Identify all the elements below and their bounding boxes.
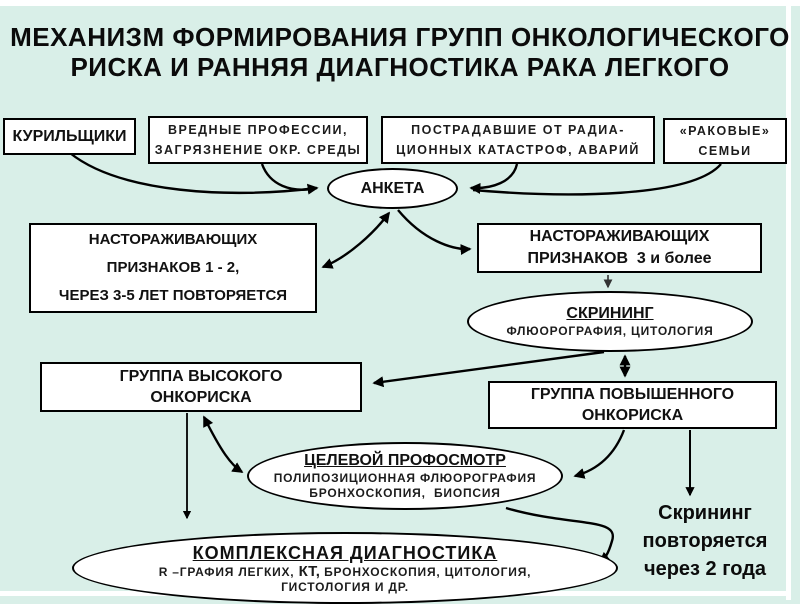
anketa-ellipse: АНКЕТА <box>327 168 458 209</box>
slide-edge-right <box>786 0 791 600</box>
arrow-screening-to-group-high <box>372 350 605 388</box>
anketa-label: АНКЕТА <box>360 180 425 197</box>
signs-high-line2: ПРИЗНАКОВ 3 и более <box>527 250 712 267</box>
source-box-radiation: ПОСТРАДАВШИЕ ОТ РАДИА- ЦИОННЫХ КАТАСТРОФ… <box>381 116 655 164</box>
slide-title-line1: МЕХАНИЗМ ФОРМИРОВАНИЯ ГРУПП ОНКОЛОГИЧЕСК… <box>10 22 790 52</box>
signs-low-line2: ПРИЗНАКОВ 1 - 2, <box>106 259 240 276</box>
diagnostics-sub-post: БРОНХОСКОПИЯ, ЦИТОЛОГИЯ, <box>324 564 532 579</box>
arrow-anketa-signs-low-bidirectional <box>321 211 390 269</box>
screening-title: СКРИНИНГ <box>566 305 654 322</box>
repeat-note-line3: через 2 года <box>643 558 767 580</box>
group-elevated-line2: ОНКОРИСКА <box>581 407 684 424</box>
group-high-line1: ГРУППА ВЫСОКОГО <box>119 368 283 385</box>
diagnostics-subtitle-line2: ГИСТОЛОГИЯ И ДР. <box>281 579 409 594</box>
radiation-line2: ЦИОННЫХ КАТАСТРОФ, АВАРИЙ <box>396 143 640 157</box>
radiation-line1: ПОСТРАДАВШИЕ ОТ РАДИА- <box>411 123 625 137</box>
repeat-note-line1: Скрининг <box>658 502 752 524</box>
signs-high-box: НАСТОРАЖИВАЮЩИХ ПРИЗНАКОВ 3 и более <box>477 223 762 273</box>
repeat-note-line2: повторяется <box>642 530 768 552</box>
professions-line1: ВРЕДНЫЕ ПРОФЕССИИ, <box>167 123 349 137</box>
families-line2: СЕМЬИ <box>698 144 752 158</box>
profexam-subtitle1: ПОЛИПОЗИЦИОННАЯ ФЛЮОРОГРАФИЯ <box>273 471 537 485</box>
slide-edge-top <box>0 0 800 6</box>
profexam-subtitle2: БРОНХОСКОПИЯ, БИОПСИЯ <box>309 486 501 500</box>
profexam-ellipse: ЦЕЛЕВОЙ ПРОФОСМОТР ПОЛИПОЗИЦИОННАЯ ФЛЮОР… <box>247 442 563 510</box>
arrow-radiation-to-anketa <box>469 163 519 194</box>
families-line1: «РАКОВЫЕ» <box>679 124 771 138</box>
signs-low-box: НАСТОРАЖИВАЮЩИХ ПРИЗНАКОВ 1 - 2, ЧЕРЕЗ 3… <box>29 223 317 313</box>
signs-low-line3: ЧЕРЕЗ 3-5 ЛЕТ ПОВТОРЯЕТСЯ <box>58 287 288 304</box>
diagnostics-subtitle-line1: R –ГРАФИЯ ЛЕГКИХ, КТ, БРОНХОСКОПИЯ, ЦИТО… <box>159 564 532 580</box>
arrow-families-to-anketa <box>472 163 722 196</box>
diagnostics-sub-kt: КТ, <box>298 562 325 580</box>
arrow-professions-to-anketa <box>260 163 313 191</box>
arrow-group-elevated-to-profexam <box>573 429 626 479</box>
slide-title: МЕХАНИЗМ ФОРМИРОВАНИЯ ГРУПП ОНКОЛОГИЧЕСК… <box>0 22 800 82</box>
diagnostics-ellipse: КОМПЛЕКСНАЯ ДИАГНОСТИКА R –ГРАФИЯ ЛЕГКИХ… <box>72 532 618 604</box>
screening-ellipse: СКРИНИНГ ФЛЮОРОГРАФИЯ, ЦИТОЛОГИЯ <box>467 291 753 352</box>
source-box-professions: ВРЕДНЫЕ ПРОФЕССИИ, ЗАГРЯЗНЕНИЕ ОКР. СРЕД… <box>148 116 368 164</box>
group-high-risk-box: ГРУППА ВЫСОКОГО ОНКОРИСКА <box>40 362 362 412</box>
group-high-line2: ОНКОРИСКА <box>150 389 252 406</box>
source-box-smokers: КУРИЛЬЩИКИ <box>3 118 136 155</box>
screening-subtitle: ФЛЮОРОГРАФИЯ, ЦИТОЛОГИЯ <box>506 324 714 338</box>
group-elevated-line1: ГРУППА ПОВЫШЕННОГО <box>530 386 735 403</box>
group-elevated-risk-box: ГРУППА ПОВЫШЕННОГО ОНКОРИСКА <box>488 381 777 429</box>
profexam-title: ЦЕЛЕВОЙ ПРОФОСМОТР <box>304 452 506 469</box>
screening-repeat-note: Скрининг повторяется через 2 года <box>622 499 788 583</box>
diagnostics-sub-pre: R –ГРАФИЯ ЛЕГКИХ, <box>158 564 299 579</box>
signs-high-line1: НАСТОРАЖИВАЮЩИХ <box>529 228 710 245</box>
professions-line2: ЗАГРЯЗНЕНИЕ ОКР. СРЕДЫ <box>154 143 362 157</box>
slide-title-line2: РИСКА И РАННЯЯ ДИАГНОСТИКА РАКА ЛЕГКОГО <box>70 52 730 82</box>
arrow-anketa-to-signs-high <box>397 209 472 256</box>
source-box-cancer-families: «РАКОВЫЕ» СЕМЬИ <box>663 118 787 164</box>
smokers-label: КУРИЛЬЩИКИ <box>12 128 127 145</box>
signs-low-line1: НАСТОРАЖИВАЮЩИХ <box>88 231 258 248</box>
arrow-group-high-profexam-bidirectional <box>202 415 244 474</box>
diagnostics-title: КОМПЛЕКСНАЯ ДИАГНОСТИКА <box>192 542 498 563</box>
